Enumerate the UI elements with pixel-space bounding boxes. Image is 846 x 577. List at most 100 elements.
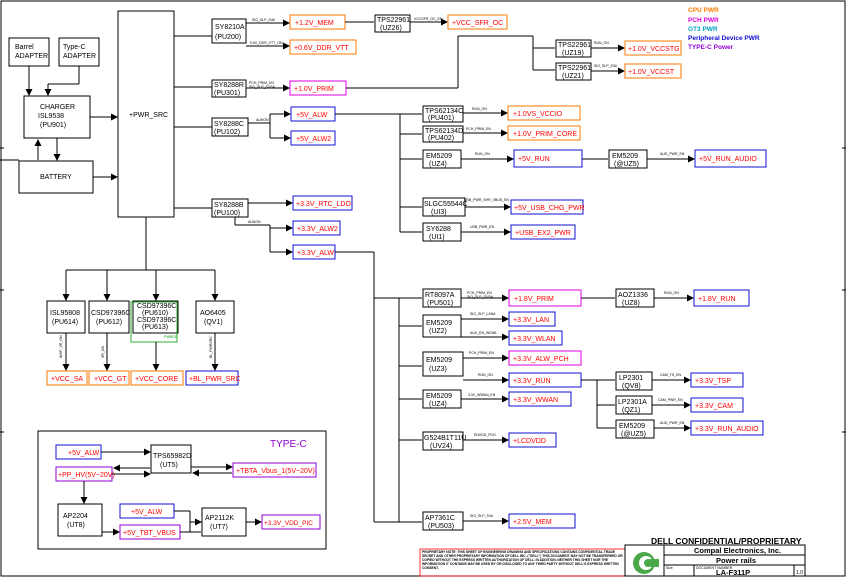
sig-pch-prim-en: PCH_PRIM_EN — [249, 81, 274, 85]
rail-1v0s-vccio: +1.0VS_VCCIO — [513, 111, 563, 118]
sig-aud-pwr-en-2: AUD_PWR_EN — [660, 421, 685, 425]
csd-pu612-name: CSD97396C — [91, 310, 130, 317]
doc-number-label: DOCUMENT NUMBER — [696, 566, 733, 570]
em5209-uz5-ref: (@UZ5) — [614, 161, 639, 168]
sig-sio-slp-s3: SIO_SLP_S3# — [594, 64, 617, 68]
rail-0v6-ddr-vtt: +0.6V_DDR_VTT — [294, 45, 349, 52]
ap2204-name: AP2204 — [63, 513, 88, 520]
tps62134c-name: TPS62134C — [425, 108, 463, 115]
typec-adapter-label: Type-C — [63, 44, 86, 51]
rail-tc-5v-alw-2: +5V_ALW — [131, 509, 163, 516]
em5209-uz5b-name: EM5209 — [619, 423, 645, 430]
rail-tc-3v3-vdd-pic: +3.3V_VDD_PIC — [264, 520, 313, 527]
rail-3v3-run-audio: +3.3V_RUN_AUDIO — [695, 426, 759, 433]
em5209-uz5b-ref: (@UZ5) — [621, 431, 646, 438]
tps22961-uz21-ref: (UZ21) — [562, 73, 584, 80]
rail-tc-tbta-vbus: +TBTA_Vbus_1(5V~20V) — [236, 468, 315, 475]
rail-3v3-run: +3.3V_RUN — [513, 378, 551, 385]
sig-pch-prim-en-alw: PCH_PRIM_EN — [469, 351, 494, 355]
sig-run-on-3v3: RUN_ON — [478, 373, 493, 377]
isl95808-name: ISL95808 — [50, 310, 80, 317]
rail-3v3-cam: +3.3V_CAM — [695, 403, 733, 410]
rail-lcdvdd: +LCDVDD — [513, 438, 546, 445]
tps22961-uz26-name: TPS22961 — [377, 17, 410, 24]
lp2301-qv8-ref: (QV8) — [622, 383, 641, 390]
em5209-uz2-name: EM5209 — [426, 320, 452, 327]
legend: CPU PWR PCH PWR GT3 PWR Peripheral Devic… — [688, 7, 760, 51]
em5209-uz3-name: EM5209 — [426, 357, 452, 364]
rail-5v-alw: +5V_ALW — [296, 112, 328, 119]
g524b1t11u-name: G524B1T11U — [424, 435, 466, 442]
rail-1v0-prim-core: +1.0V_PRIM_CORE — [513, 131, 577, 138]
charger-ref: (PU901) — [40, 122, 66, 129]
sig-aud-pwr-en: AUD_PWR_EN — [660, 152, 685, 156]
confidential-label: DELL CONFIDENTIAL/PROPRIETARY — [651, 536, 802, 546]
charger-label: CHARGER — [40, 104, 75, 111]
rail-bl-pwr-src: +BL_PWR_SRC — [189, 376, 241, 383]
sig-sio-slp-s4: SIO_SLP_S4# — [252, 18, 275, 22]
typec-section: TYPE-C +5V_ALW +PP_HV(5V~20V) TPS65982D … — [37, 430, 327, 550]
em5209-uz2-ref: (UZ2) — [429, 328, 447, 335]
sy8288r-ref: (PU301) — [214, 90, 240, 97]
sig-sio-slp-lan: SIO_SLP_LAN# — [470, 312, 495, 316]
rail-5v-alw2: +5V_ALW2 — [296, 136, 331, 143]
sig-vr-on: VR_ON — [101, 345, 105, 358]
sig-cam-pwr-en: CAM_PWR_EN — [658, 398, 683, 402]
rail-1v8-run: +1.8V_RUN — [698, 296, 736, 303]
rail-vcc-core: +VCC_CORE — [135, 376, 178, 383]
tps22961-uz21-name: TPS22961 — [558, 65, 591, 72]
rail-5v-run: +5V_RUN — [518, 156, 550, 163]
sig-alwon-5v: ALWON — [256, 118, 269, 122]
sy8210a-name: SY8210A — [215, 24, 245, 31]
sig-sio-slp-s4-2: SIO_SLP_S4# — [470, 514, 493, 518]
sy8210a-ref: (PU200) — [215, 34, 241, 41]
rail-1v0-prim: +1.0V_PRIM — [294, 86, 334, 93]
rail-5v-usb-chg: +5V_USB_CHG_PWR — [514, 205, 585, 212]
sig-bl-pwrsrc: BL_PWRSRC — [209, 336, 213, 358]
rail-3v3-tsp: +3.3V_TSP — [695, 378, 731, 385]
sig-ddr-vtt: 0.6V_DDR_VTT_ON — [250, 41, 283, 45]
em5209-uz5-name: EM5209 — [612, 153, 638, 160]
legend-peripheral: Peripheral Device PWR — [688, 35, 760, 42]
pwr-src-label: +PWR_SRC — [129, 112, 168, 119]
sy8288c-ref: (PU102) — [214, 129, 240, 136]
sig-run-on-vccstg: RUN_ON — [594, 41, 609, 45]
rail-vcc-sa: +VCC_SA — [51, 376, 83, 383]
barrel-adapter-label: Barrel — [15, 44, 34, 51]
sig-vccsfr: VCCSFR_OC_EN — [414, 17, 443, 21]
em5209-uz4b-name: EM5209 — [426, 393, 452, 400]
doc-number: LA-F311P — [716, 568, 750, 577]
em5209-uz4b-ref: (UZ4) — [429, 401, 447, 408]
company-name: Compal Electronics, Inc. — [694, 546, 781, 555]
rail-tc-5v-tbt-vbus: +5V_TBT_VBUS — [123, 530, 176, 537]
tps62134d-name: TPS62134D — [425, 128, 463, 135]
rt8097a-name: RT8097A — [425, 292, 455, 299]
tps22961-uz26-ref: (UZ26) — [380, 25, 402, 32]
rail-vcc-gt: +VCC_GT — [94, 376, 127, 383]
lp2301-qv8-name: LP2301 — [619, 375, 643, 382]
ap7361c-ref: (PU503) — [428, 523, 454, 530]
barrel-adapter-label-2: ADAPTER — [15, 53, 48, 60]
ap2112k-ref: (UT7) — [210, 524, 228, 531]
rail-1v8-prim: +1.8V_PRIM — [514, 296, 554, 303]
rail-3v3-alw-pch: +3.3V_ALW_PCH — [513, 356, 569, 363]
sig-pch-prim-en-2: PCH_PRIM_EN — [466, 127, 491, 131]
rail-tc-pp-hv: +PP_HV(5V~20V) — [58, 472, 115, 479]
sheet-title: Power rails — [716, 556, 756, 565]
csd-pu613-ref: (PU613) — [142, 324, 168, 331]
sig-alwon-3v3: ALWON — [248, 220, 261, 224]
csd-pu610-name: CSD97396C — [137, 303, 176, 310]
csd-pu613-name: CSD97396C — [137, 317, 176, 324]
sy8288b-ref: (PU100) — [214, 210, 240, 217]
csd-pu612-ref: (PU612) — [96, 319, 122, 326]
rail-1v2-mem: +1.2V_MEM — [295, 20, 334, 27]
sig-sio-slp-sus-2: SIO_SLP_SUS# — [467, 295, 493, 299]
sig-run-on-5v: RUN_ON — [475, 152, 490, 156]
input-section: Barrel ADAPTER Type-C ADAPTER CHARGER IS… — [0, 10, 219, 301]
g524b1t11u-ref: (UV24) — [430, 443, 452, 450]
ap7361c-name: AP7361C — [425, 515, 455, 522]
sy6288-ref: (UI1) — [429, 234, 445, 241]
lp2301a-qz1-name: LP2301A — [618, 399, 647, 406]
em5209-uz4-ref: (UZ4) — [429, 161, 447, 168]
